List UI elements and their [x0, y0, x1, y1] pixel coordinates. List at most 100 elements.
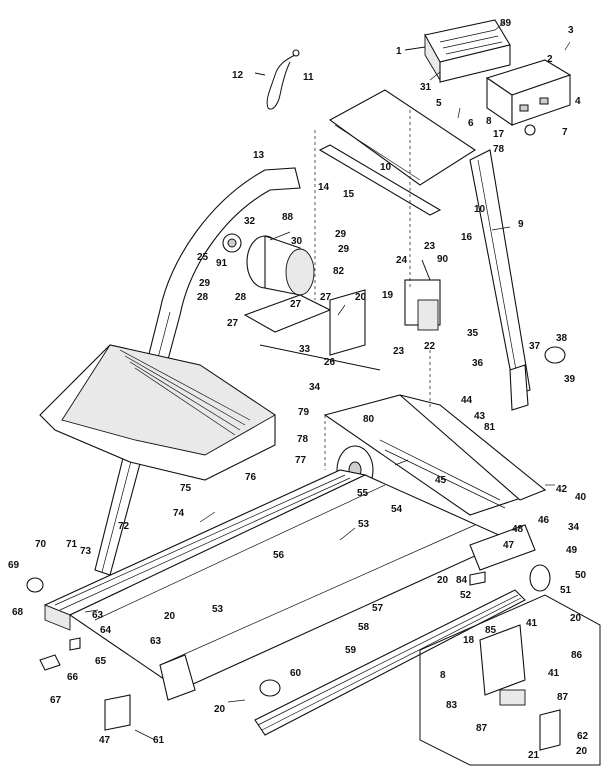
part-number-label: 52 [460, 590, 472, 601]
motor-mount [243, 289, 381, 371]
part-number-label: 57 [372, 603, 384, 614]
part-number-label: 84 [456, 575, 468, 586]
part-number-label: 87 [557, 692, 569, 703]
part-number-label: 22 [424, 341, 436, 352]
part-number-label: 29 [199, 278, 211, 289]
part-number-label: 56 [273, 550, 285, 561]
part-number-label: 58 [358, 622, 370, 633]
part-number-label: 24 [396, 255, 408, 266]
part-number-label: 11 [303, 72, 314, 83]
part-number-label: 91 [216, 258, 228, 269]
part-number-label: 63 [92, 610, 104, 621]
part-number-label: 85 [485, 625, 497, 636]
part-number-label: 8 [486, 116, 492, 127]
part-labels: 89 1 3 2 4 31 7 12 11 5 6 8 17 78 13 14 … [8, 18, 589, 761]
part-number-label: 62 [577, 731, 589, 742]
drive-motor [222, 233, 315, 296]
part-number-label: 43 [474, 411, 486, 422]
part-number-label: 78 [493, 144, 505, 155]
part-number-label: 48 [512, 524, 524, 535]
part-number-label: 88 [282, 212, 294, 223]
part-number-label: 13 [253, 150, 265, 161]
part-number-label: 47 [99, 735, 111, 746]
part-number-label: 60 [290, 668, 302, 679]
part-number-label: 63 [150, 636, 162, 647]
part-number-label: 27 [227, 318, 239, 329]
part-number-label: 46 [538, 515, 550, 526]
part-number-label: 32 [244, 216, 256, 227]
part-number-label: 3 [568, 25, 574, 36]
part-number-label: 41 [526, 618, 538, 629]
part-number-label: 8 [440, 670, 446, 681]
upright-crossbar [318, 89, 477, 216]
console-tray [404, 19, 511, 83]
part-number-label: 20 [355, 292, 367, 303]
misc-hardware [26, 346, 566, 731]
part-number-label: 30 [291, 236, 303, 247]
part-number-label: 81 [484, 422, 496, 433]
part-number-label: 42 [556, 484, 568, 495]
part-number-label: 79 [298, 407, 310, 418]
part-number-label: 39 [564, 374, 576, 385]
dashed-assembly-lines [314, 110, 431, 470]
part-number-label: 20 [214, 704, 226, 715]
part-number-label: 5 [436, 98, 442, 109]
part-number-label: 78 [297, 434, 309, 445]
part-number-label: 53 [358, 519, 370, 530]
front-end-cap [159, 654, 281, 701]
console-box [485, 59, 572, 136]
part-number-label: 27 [290, 299, 302, 310]
part-number-label: 12 [232, 70, 244, 81]
part-number-label: 90 [437, 254, 449, 265]
part-number-label: 17 [493, 129, 505, 140]
part-number-label: 69 [8, 560, 20, 571]
part-number-label: 61 [153, 735, 165, 746]
part-number-label: 36 [472, 358, 484, 369]
leader-lines [84, 21, 571, 741]
part-number-label: 86 [571, 650, 583, 661]
part-number-label: 20 [576, 746, 588, 757]
part-number-label: 4 [575, 96, 581, 107]
part-number-label: 47 [503, 540, 515, 551]
part-number-label: 75 [180, 483, 192, 494]
part-number-label: 65 [95, 656, 107, 667]
part-number-label: 70 [35, 539, 47, 550]
bracket-inset [419, 594, 601, 766]
part-number-label: 23 [424, 241, 436, 252]
part-number-label: 31 [420, 82, 432, 93]
part-number-label: 6 [468, 118, 474, 129]
part-number-label: 26 [324, 357, 336, 368]
part-number-label: 29 [338, 244, 350, 255]
incline-motor [404, 259, 441, 331]
part-number-label: 89 [500, 18, 512, 29]
part-number-label: 16 [461, 232, 473, 243]
part-number-label: 74 [173, 508, 185, 519]
part-number-label: 50 [575, 570, 587, 581]
part-number-label: 34 [568, 522, 580, 533]
part-number-label: 55 [357, 488, 369, 499]
part-number-label: 34 [309, 382, 321, 393]
part-number-label: 76 [245, 472, 257, 483]
part-number-label: 82 [333, 266, 345, 277]
rear-roller [469, 524, 551, 592]
part-number-label: 87 [476, 723, 488, 734]
part-number-label: 72 [118, 521, 130, 532]
base-frame [323, 394, 547, 516]
part-number-label: 71 [66, 539, 78, 550]
part-number-label: 25 [197, 252, 209, 263]
part-number-label: 20 [570, 613, 582, 624]
part-number-label: 35 [467, 328, 479, 339]
part-number-label: 73 [80, 546, 92, 557]
deck-right-rail [254, 589, 526, 736]
part-number-label: 9 [518, 219, 524, 230]
part-number-label: 44 [461, 395, 473, 406]
part-number-label: 21 [528, 750, 540, 761]
part-number-label: 27 [320, 292, 332, 303]
part-number-label: 80 [363, 414, 375, 425]
upright-post [469, 149, 531, 411]
part-number-label: 15 [343, 189, 355, 200]
part-number-label: 45 [435, 475, 447, 486]
part-number-label: 20 [164, 611, 176, 622]
